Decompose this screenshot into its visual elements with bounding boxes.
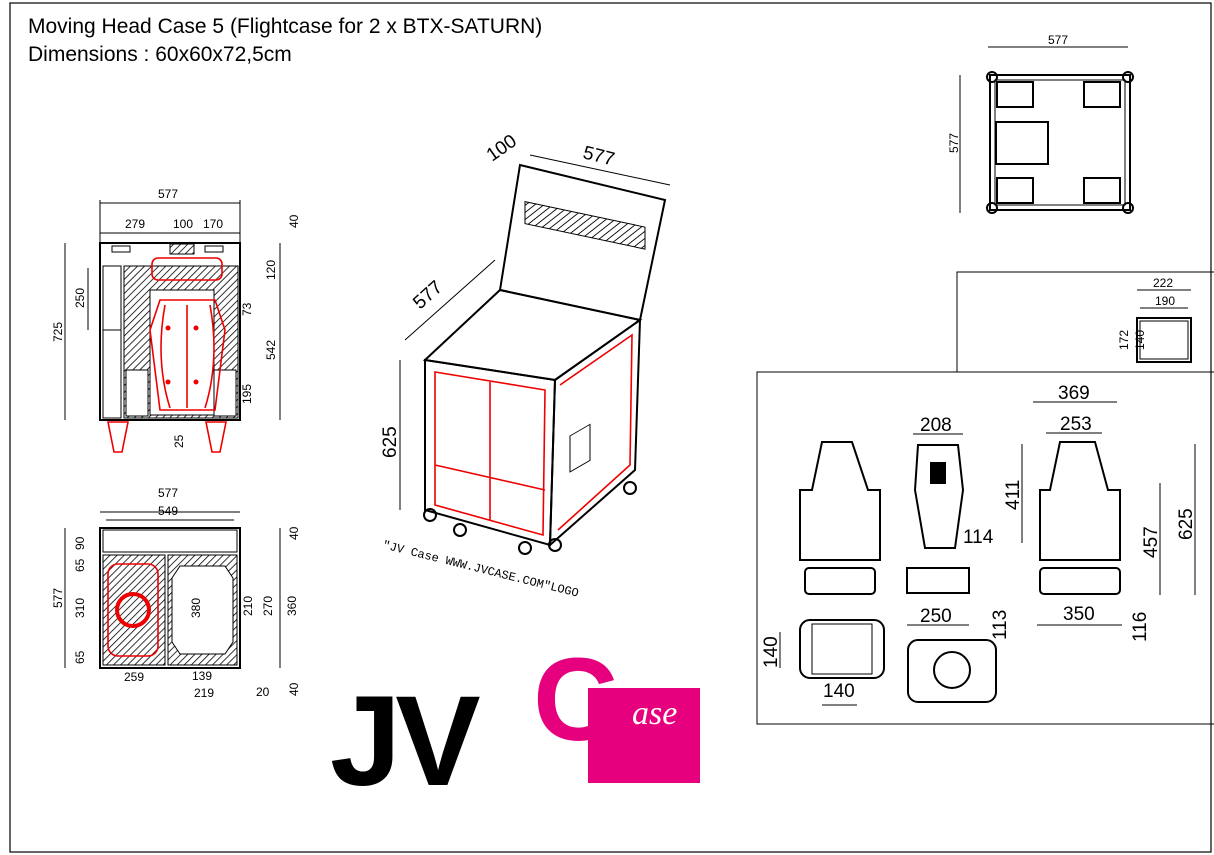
logo-ase: ase [632, 695, 677, 732]
dim-label: 222 [1153, 276, 1173, 290]
dim-label: 369 [1058, 383, 1090, 404]
top-section-dimensions: 577 549 40 90 65 310 65 577 380 210 270 … [51, 486, 301, 700]
dim-label: 549 [158, 504, 178, 518]
dim-label: 140 [823, 681, 855, 702]
logo-c: C [533, 634, 618, 766]
dim-label: 140 [1133, 330, 1147, 350]
jv-case-logo: JV C ase [330, 634, 700, 813]
dim-label: 140 [761, 636, 782, 668]
dim-label: 310 [73, 598, 87, 618]
dim-label: 411 [1003, 480, 1024, 510]
dim-label: 219 [194, 686, 214, 700]
top-view: 577 577 [947, 33, 1134, 214]
drawing-frame [9, 2, 1212, 853]
dim-label: 170 [203, 217, 223, 231]
dim-label: 270 [261, 596, 275, 616]
dim-label: 90 [73, 536, 87, 550]
dim-label: 139 [192, 669, 212, 683]
dim-label: 40 [287, 682, 301, 696]
dim-label: 542 [264, 340, 278, 360]
dim-label: 279 [125, 217, 145, 231]
dim-label: 725 [51, 322, 65, 342]
dim-label: 65 [73, 650, 87, 664]
front-section-view [64, 200, 281, 453]
dim-label: 380 [189, 598, 203, 618]
dim-label: 577 [581, 142, 617, 170]
dim-label: 457 [1141, 526, 1162, 558]
front-section-dimensions: 577 279 100 170 40 120 73 542 195 25 250… [51, 187, 301, 448]
dim-label: 73 [240, 302, 254, 316]
page-title: Moving Head Case 5 (Flightcase for 2 x B… [28, 15, 542, 38]
dim-label: 250 [73, 288, 87, 308]
dim-label: 577 [158, 486, 178, 500]
dim-label: 577 [158, 187, 178, 201]
logo-square [588, 688, 700, 783]
fixture-dimensions: 369 253 208 411 457 625 114 250 113 350 … [761, 383, 1197, 702]
dim-label: 625 [1176, 508, 1197, 540]
dim-label: 25 [172, 434, 186, 448]
dim-label: 250 [920, 606, 952, 627]
handle-detail-panel: 222 190 172 140 [956, 271, 1214, 373]
dim-label: 172 [1117, 330, 1131, 350]
dim-label: 210 [241, 596, 255, 616]
dim-label: 195 [240, 384, 254, 404]
dim-label: 190 [1155, 294, 1175, 308]
dim-label: 577 [51, 588, 65, 608]
dim-label: 100 [483, 131, 521, 166]
dim-label: 100 [173, 217, 193, 231]
dimensions-line: Dimensions : 60x60x72,5cm [28, 43, 292, 66]
logo-jv: JV [330, 670, 480, 813]
dim-label: 577 [947, 133, 961, 153]
dim-label: 259 [124, 670, 144, 684]
dim-label: 350 [1063, 604, 1095, 625]
dim-label: 113 [990, 610, 1011, 640]
dim-label: 253 [1060, 414, 1092, 435]
top-section-view [64, 511, 281, 669]
dim-label: 577 [1048, 33, 1068, 47]
isometric-case-view [399, 154, 671, 555]
dim-label: 208 [920, 415, 952, 436]
fixture-panel [756, 371, 1214, 725]
dim-label: 360 [285, 596, 299, 616]
dim-label: 116 [1130, 612, 1151, 642]
dim-label: 40 [287, 526, 301, 540]
dim-label: 20 [256, 685, 270, 699]
dim-label: 114 [963, 527, 994, 548]
dim-label: 120 [264, 260, 278, 280]
dim-label: 625 [380, 426, 401, 458]
dim-label: 40 [287, 214, 301, 228]
dim-label: 65 [73, 558, 87, 572]
